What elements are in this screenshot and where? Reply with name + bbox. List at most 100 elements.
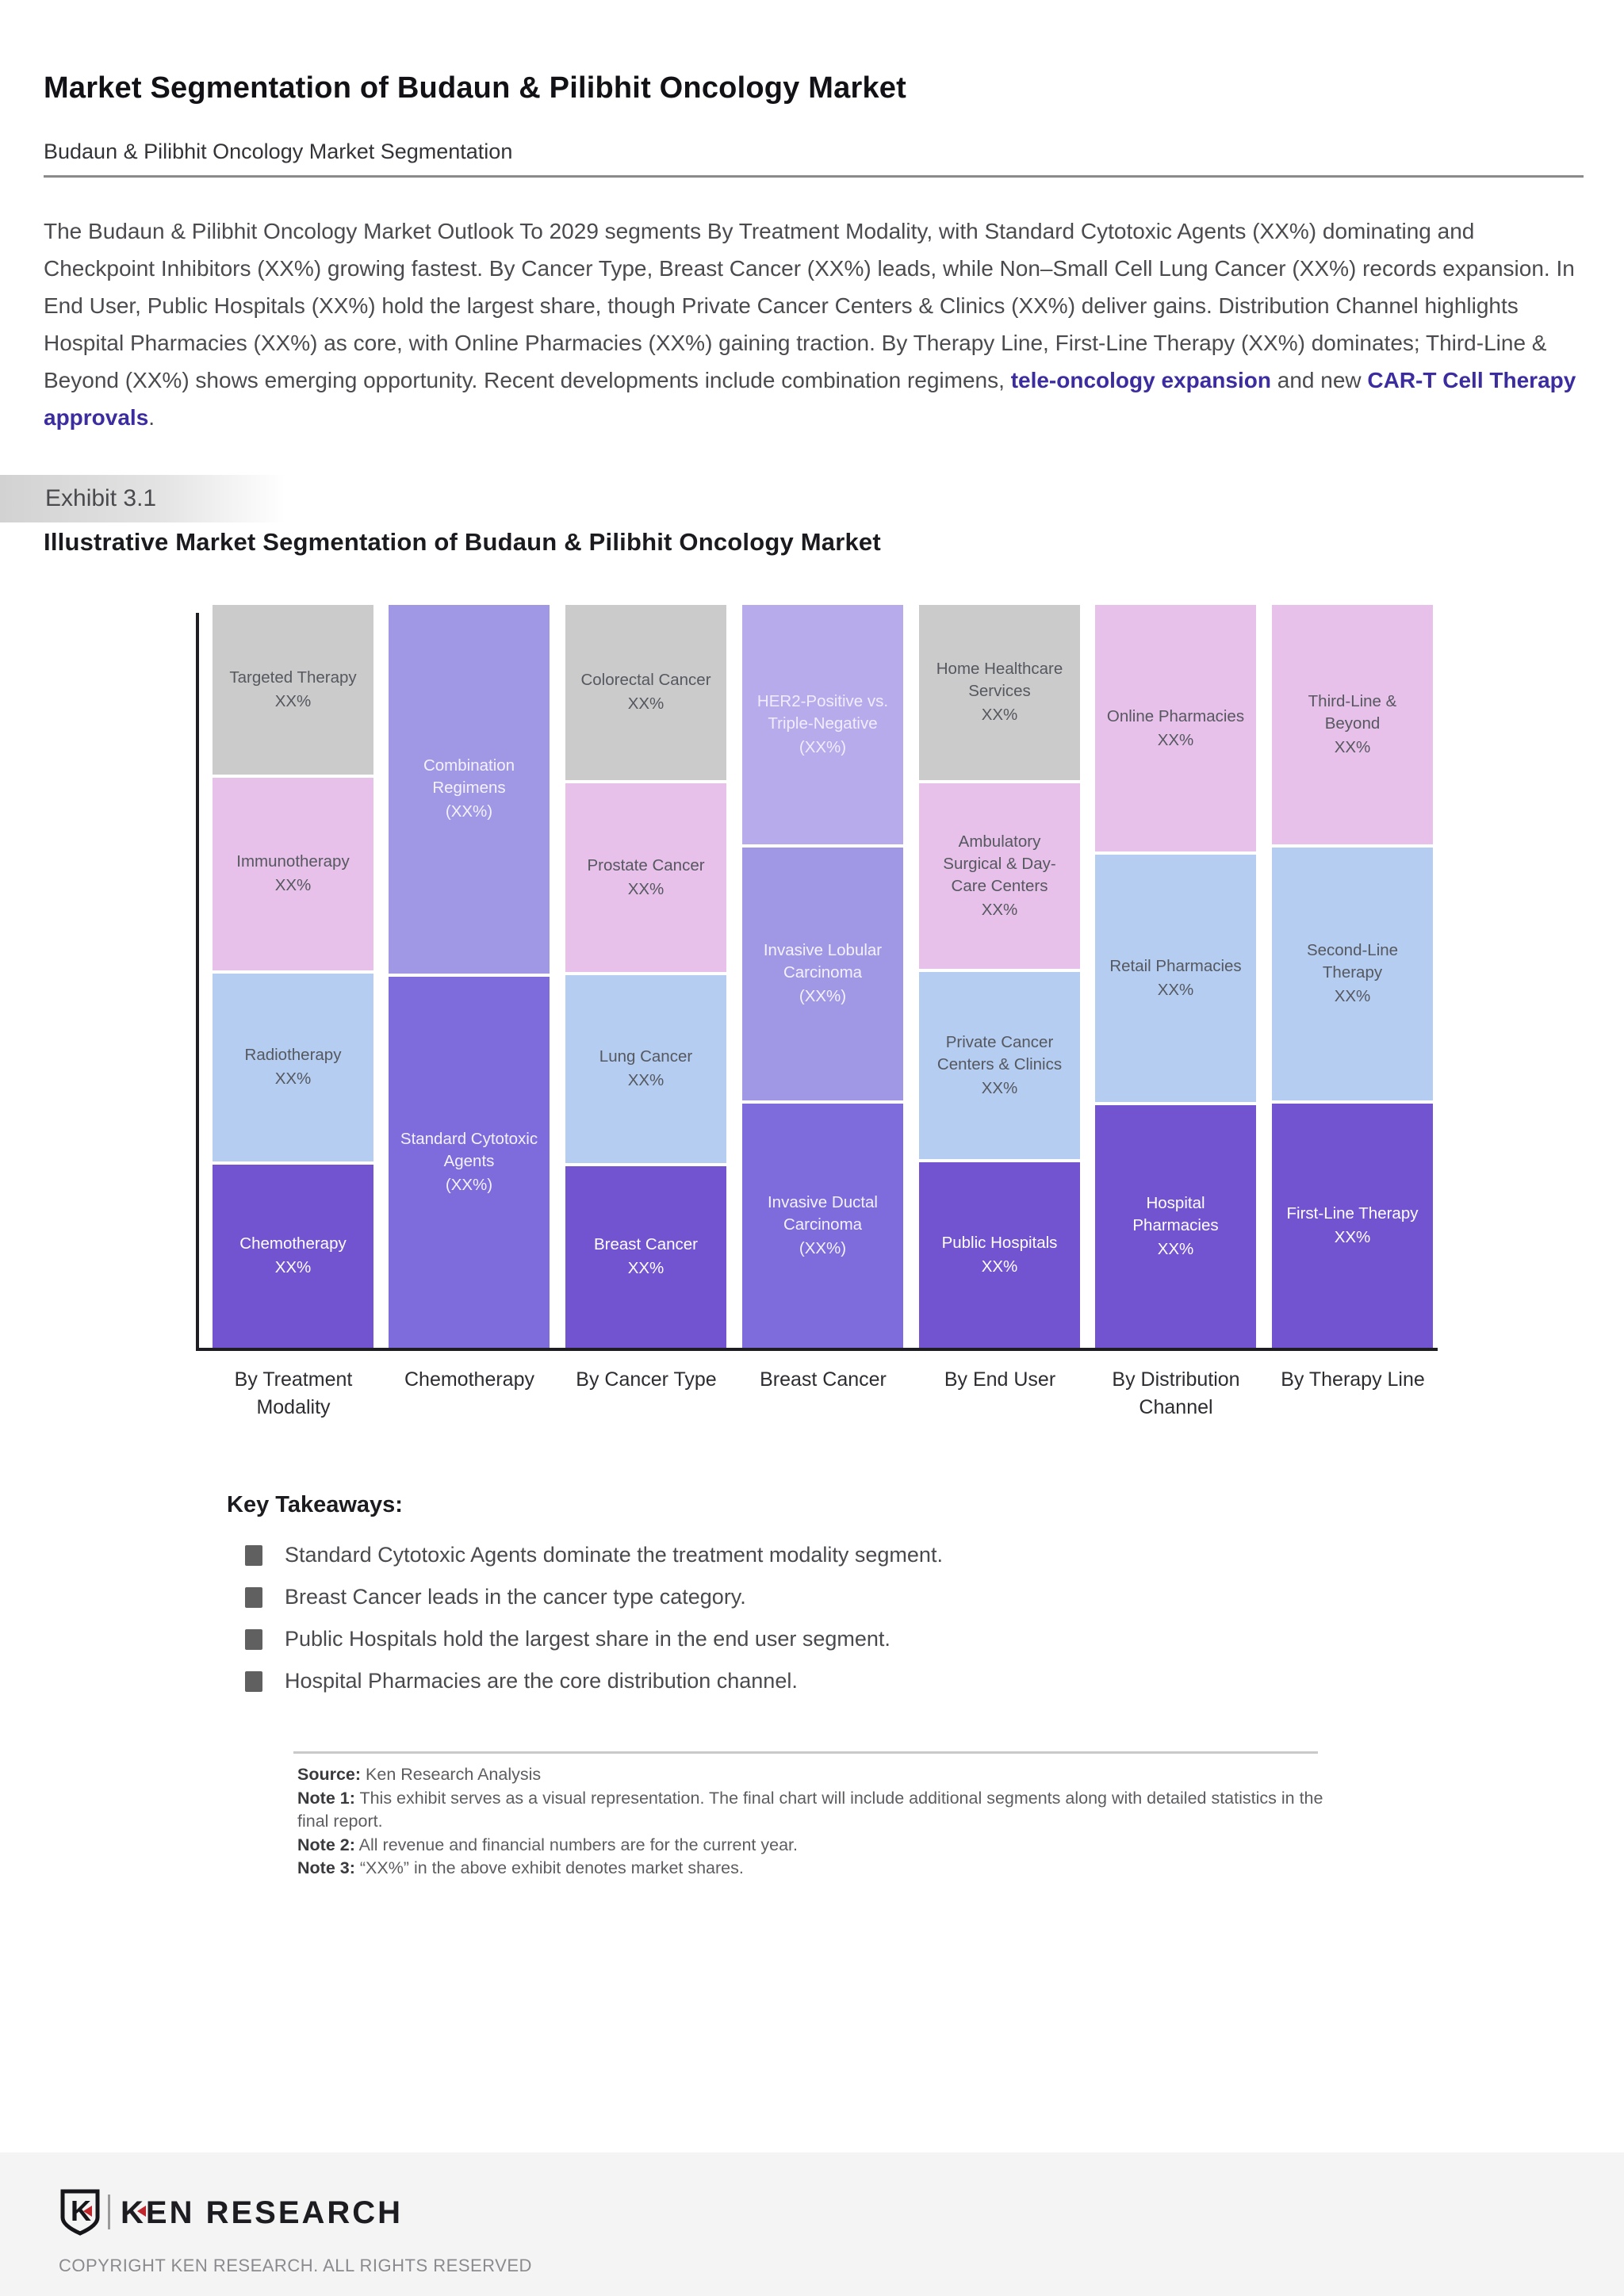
takeaway-item: Hospital Pharmacies are the core distrib…: [245, 1660, 943, 1702]
segment-label: Online Pharmacies: [1106, 706, 1245, 725]
segment-share: XX%: [274, 1070, 312, 1089]
segment-label: Radiotherapy: [244, 1046, 342, 1065]
segment-share: XX%: [627, 1071, 665, 1090]
segment-share: XX%: [627, 1259, 665, 1278]
intro-text-run: .: [148, 405, 155, 430]
logo-brand-text: KEN RESEARCH: [121, 2195, 403, 2230]
takeaway-item: Public Hospitals hold the largest share …: [245, 1618, 943, 1660]
segment-share: (XX%): [445, 802, 493, 821]
logo-shield-icon: [60, 2189, 100, 2236]
page-footer: [0, 2152, 1624, 2296]
axis-label: By Treatment Modality: [234, 1368, 353, 1418]
chart-x-axis: [196, 1348, 1438, 1351]
segment-label: Prostate Cancer: [587, 855, 705, 874]
note-line: Note 3: “XX%” in the above exhibit denot…: [297, 1858, 744, 1877]
segment-label: Combination Regimens: [423, 756, 515, 798]
segment-label: Second-Line Therapy: [1306, 941, 1399, 982]
note-line: Note 2: All revenue and financial number…: [297, 1835, 798, 1854]
segment-label: Private Cancer Centers & Clinics: [936, 1033, 1063, 1074]
segment-label: HER2-Positive vs. Triple-Negative: [756, 692, 889, 733]
segment-share: (XX%): [799, 738, 847, 757]
logo-shield-accent: [83, 2206, 92, 2217]
segment-share: XX%: [1157, 1240, 1194, 1259]
note-line: Note 1: This exhibit serves as a visual …: [297, 1788, 1323, 1831]
copyright-text: COPYRIGHT KEN RESEARCH. ALL RIGHTS RESER…: [59, 2256, 532, 2275]
segment-label: Immunotherapy: [236, 852, 350, 871]
segment-share: XX%: [274, 1258, 312, 1277]
segment-label: Targeted Therapy: [229, 668, 357, 687]
takeaways-list: Standard Cytotoxic Agents dominate the t…: [245, 1534, 943, 1702]
takeaway-item: Breast Cancer leads in the cancer type c…: [245, 1576, 943, 1618]
segment-share: XX%: [274, 876, 312, 895]
takeaway-item: Standard Cytotoxic Agents dominate the t…: [245, 1534, 943, 1576]
segment-label: Hospital Pharmacies: [1132, 1194, 1219, 1235]
segment-label: Lung Cancer: [599, 1047, 693, 1066]
bullet-square-icon: [245, 1670, 262, 1692]
segment-label: Invasive Lobular Carcinoma: [763, 941, 883, 982]
segment-share: XX%: [627, 879, 665, 898]
intro-text-run: and new: [1270, 368, 1368, 392]
axis-label: By End User: [944, 1368, 1056, 1391]
segment-share: (XX%): [799, 1238, 847, 1257]
segment-label: Ambulatory Surgical & Day-Care Centers: [943, 832, 1056, 896]
segment-share: XX%: [1334, 738, 1371, 757]
axis-label: Chemotherapy: [404, 1368, 534, 1391]
segment-label: Breast Cancer: [593, 1235, 699, 1254]
segment-label: Colorectal Cancer: [580, 671, 711, 690]
segment-share: XX%: [1334, 987, 1371, 1006]
segment-label: Public Hospitals: [941, 1234, 1058, 1253]
chart-segment: Standard Cytotoxic Agents (XX%): [389, 976, 550, 1348]
segment-share: (XX%): [799, 987, 847, 1006]
takeaway-text: Hospital Pharmacies are the core distrib…: [285, 1669, 798, 1693]
segment-share: XX%: [1157, 730, 1194, 749]
intro-link[interactable]: tele-oncology expansion: [1010, 368, 1271, 392]
logo-text-accent: [137, 2206, 146, 2217]
bullet-square-icon: [245, 1628, 262, 1650]
takeaway-text: Standard Cytotoxic Agents dominate the t…: [285, 1543, 943, 1567]
takeaway-text: Public Hospitals hold the largest share …: [285, 1627, 891, 1651]
segment-label: Chemotherapy: [239, 1234, 347, 1253]
axis-label: Breast Cancer: [760, 1368, 887, 1391]
segment-share: (XX%): [445, 1175, 493, 1194]
segment-share: XX%: [1334, 1227, 1371, 1246]
intro-paragraph: The Budaun & Pilibhit Oncology Market Ou…: [44, 212, 1586, 436]
chart-segment: Invasive Lobular Carcinoma (XX%): [742, 848, 903, 1100]
exhibit-tag: Exhibit 3.1: [0, 475, 396, 522]
segment-label: Standard Cytotoxic Agents: [400, 1129, 538, 1170]
takeaways-heading: Key Takeaways:: [227, 1492, 403, 1517]
segment-share: XX%: [981, 1079, 1018, 1098]
header-divider: [44, 175, 1584, 178]
note-line: Source: Ken Research Analysis: [297, 1765, 542, 1784]
segment-share: XX%: [274, 691, 312, 710]
segment-label: Third-Line & Beyond: [1308, 692, 1397, 733]
page-title: Market Segmentation of Budaun & Pilibhit…: [44, 71, 906, 105]
chart-column-2: Combination Regimens(XX%)Standard Cytoto…: [389, 605, 550, 1348]
segment-label: Invasive Ductal Carcinoma: [767, 1192, 878, 1234]
bullet-square-icon: [245, 1544, 262, 1566]
chart-column-4: HER2-Positive vs. Triple-Negative(XX%)In…: [742, 605, 903, 1348]
intro-link[interactable]: CAR-T Cell Therapy approvals: [44, 368, 1576, 430]
ken-research-logo: K KEN RESEARCH: [60, 2189, 403, 2236]
bullet-square-icon: [245, 1586, 262, 1608]
